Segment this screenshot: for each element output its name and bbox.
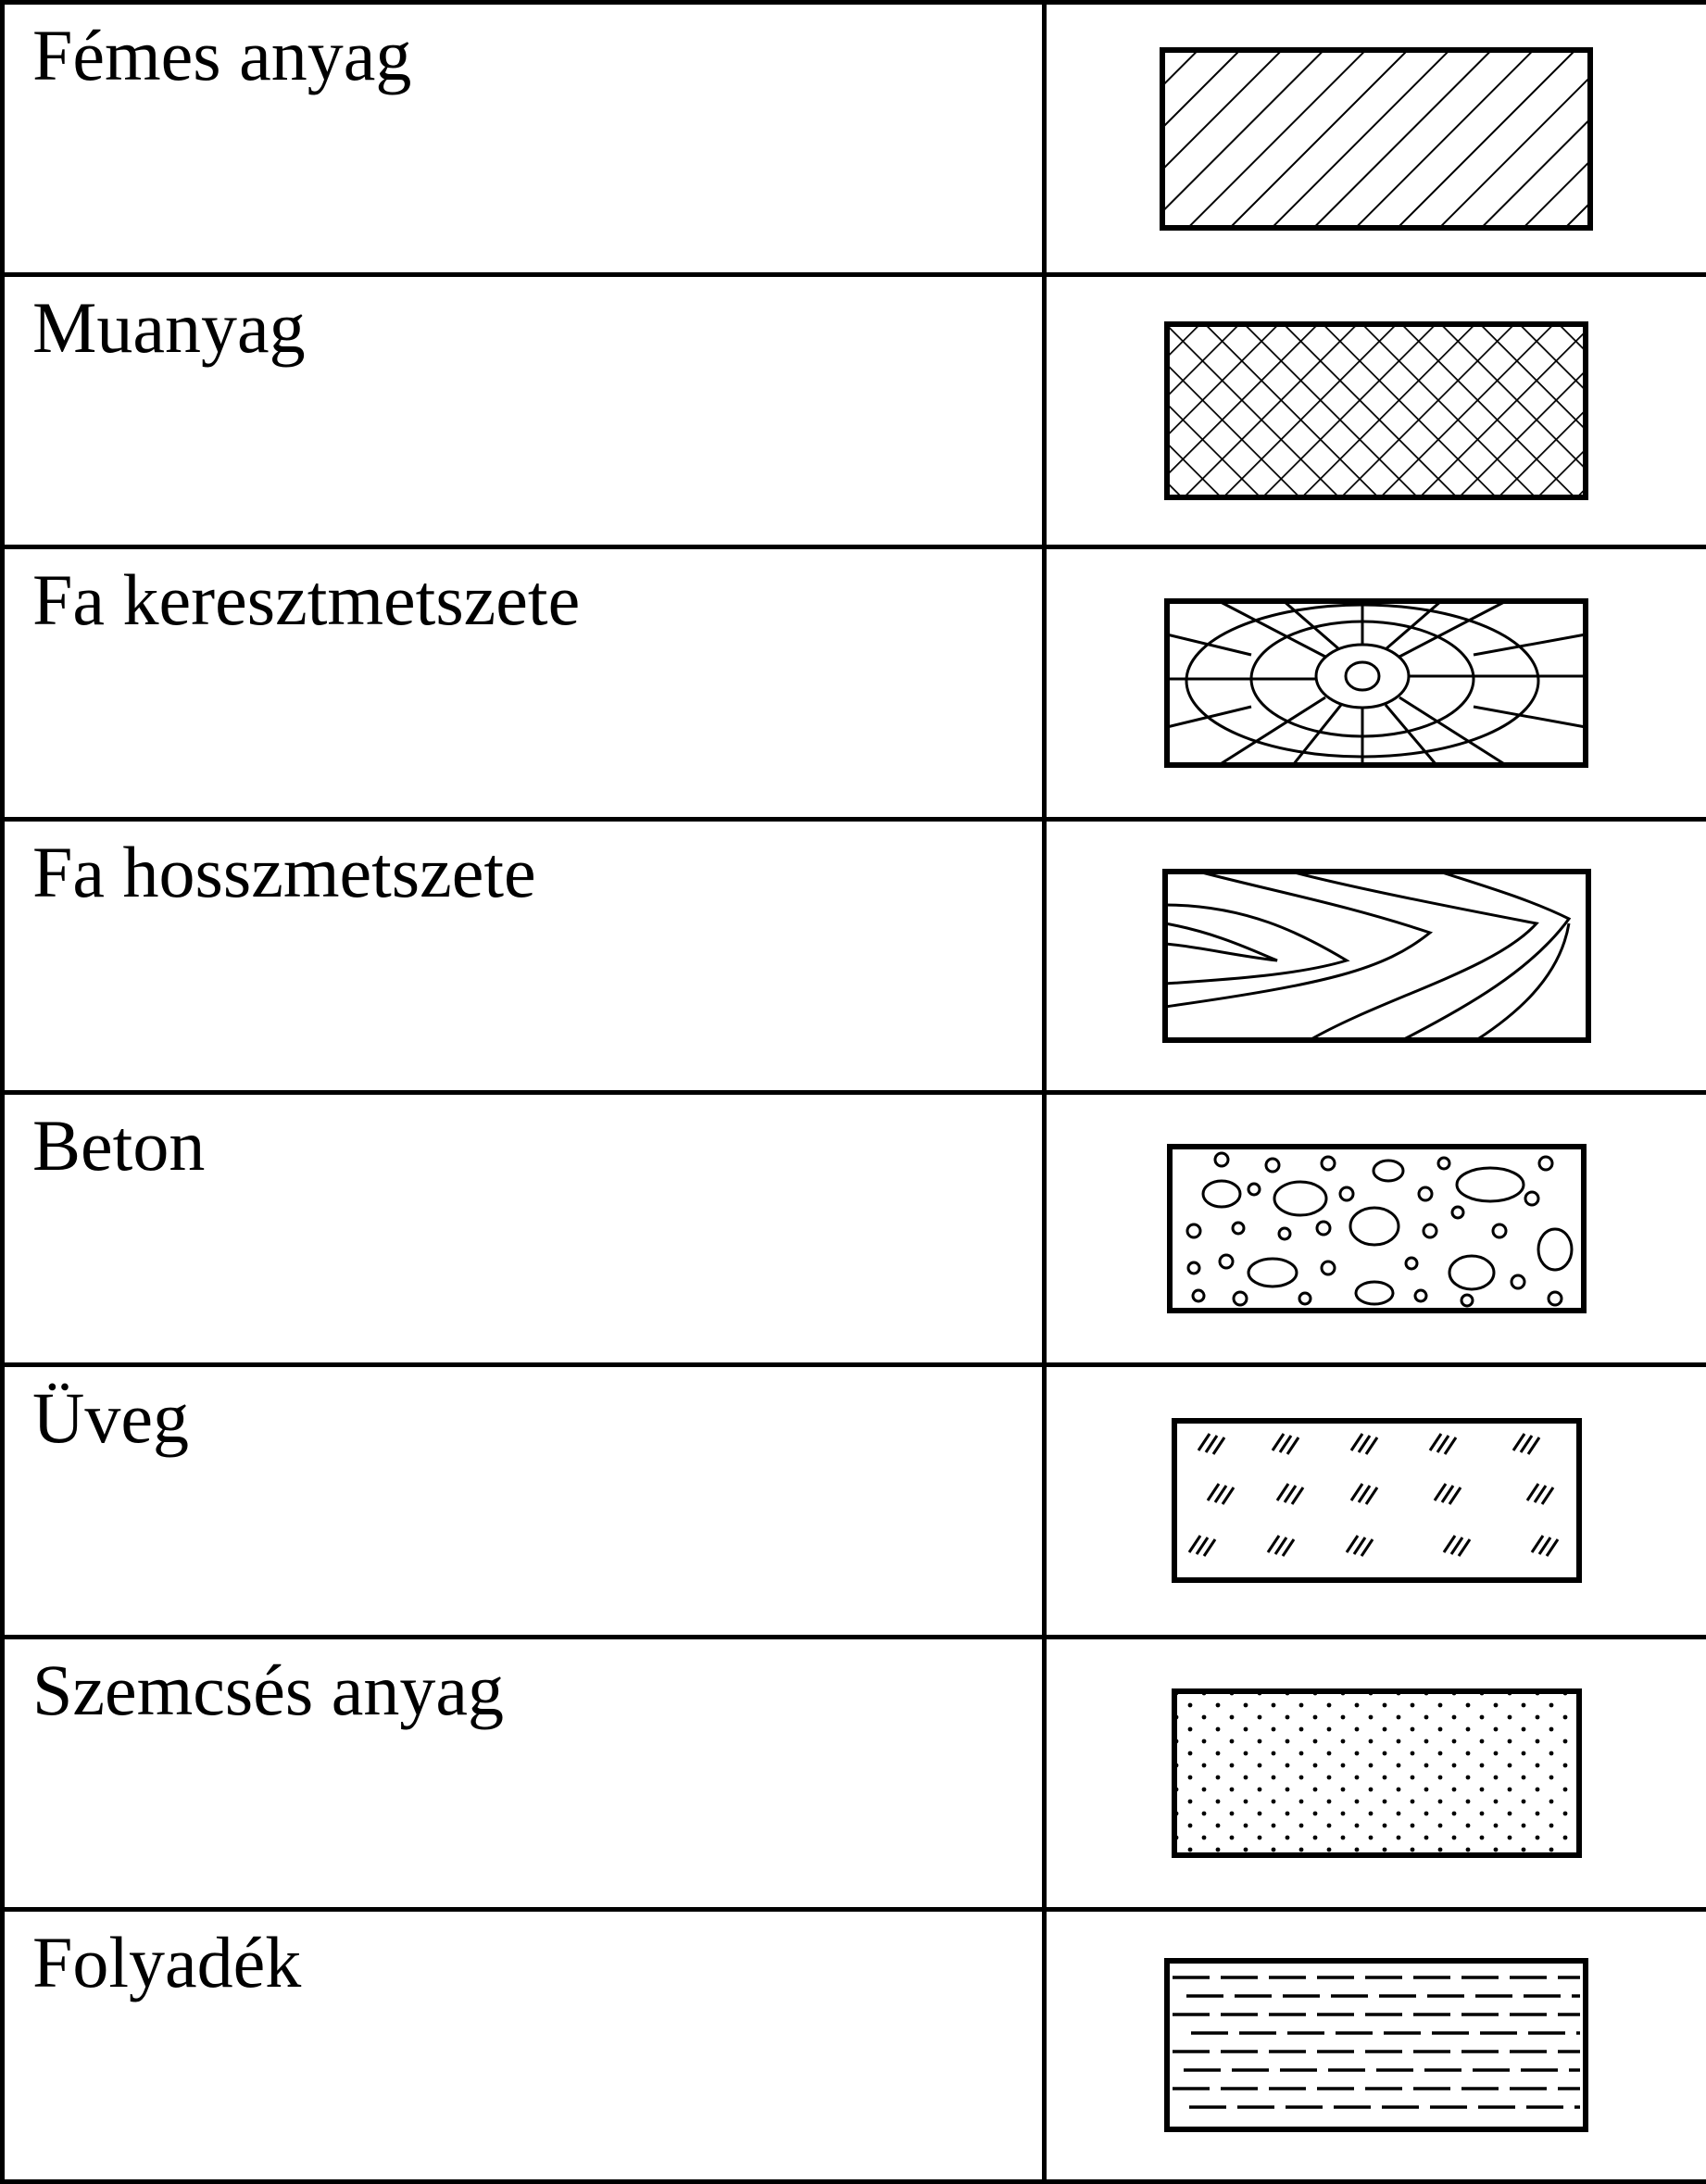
material-label: Fa hosszmetszete — [32, 832, 536, 913]
pattern-cell — [1042, 272, 1706, 550]
pattern-cell — [1042, 1362, 1706, 1639]
label-cell: Beton — [0, 1089, 1047, 1367]
table-row: Fa hosszmetszete — [0, 817, 1706, 1095]
plastic-crosshatch-swatch — [1164, 321, 1588, 501]
material-label: Üveg — [32, 1376, 189, 1458]
pattern-cell — [1042, 0, 1706, 278]
table-row: Üveg — [0, 1362, 1706, 1639]
wood-cross-section-swatch — [1164, 598, 1588, 769]
table-row: Szemcsés anyag — [0, 1634, 1706, 1912]
liquid-swatch — [1164, 1958, 1588, 2133]
label-cell: Muanyag — [0, 272, 1047, 550]
pattern-cell — [1042, 1906, 1706, 2184]
label-cell: Fémes anyag — [0, 0, 1047, 278]
pattern-cell — [1042, 545, 1706, 822]
table-row: Fa keresztmetszete — [0, 545, 1706, 822]
pattern-cell — [1042, 817, 1706, 1095]
label-cell: Fa keresztmetszete — [0, 545, 1047, 822]
material-label: Beton — [32, 1104, 206, 1186]
material-label: Fa keresztmetszete — [32, 559, 581, 641]
table-row: Folyadék — [0, 1906, 1706, 2184]
table-row: Fémes anyag — [0, 0, 1706, 278]
label-cell: Szemcsés anyag — [0, 1634, 1047, 1912]
table-row: Beton — [0, 1089, 1706, 1367]
wood-longitudinal-swatch — [1161, 868, 1591, 1043]
pattern-cell — [1042, 1634, 1706, 1912]
label-cell: Üveg — [0, 1362, 1047, 1639]
material-label: Szemcsés anyag — [32, 1649, 504, 1730]
granular-swatch — [1171, 1688, 1582, 1858]
material-label: Fémes anyag — [32, 15, 412, 95]
table-row: Muanyag — [0, 272, 1706, 550]
glass-swatch — [1171, 1418, 1582, 1584]
label-cell: Fa hosszmetszete — [0, 817, 1047, 1095]
metal-hatch-swatch — [1160, 46, 1593, 231]
material-label: Folyadék — [32, 1921, 302, 2002]
pattern-cell — [1042, 1089, 1706, 1367]
concrete-swatch — [1166, 1143, 1587, 1313]
label-cell: Folyadék — [0, 1906, 1047, 2184]
material-label: Muanyag — [32, 287, 306, 369]
